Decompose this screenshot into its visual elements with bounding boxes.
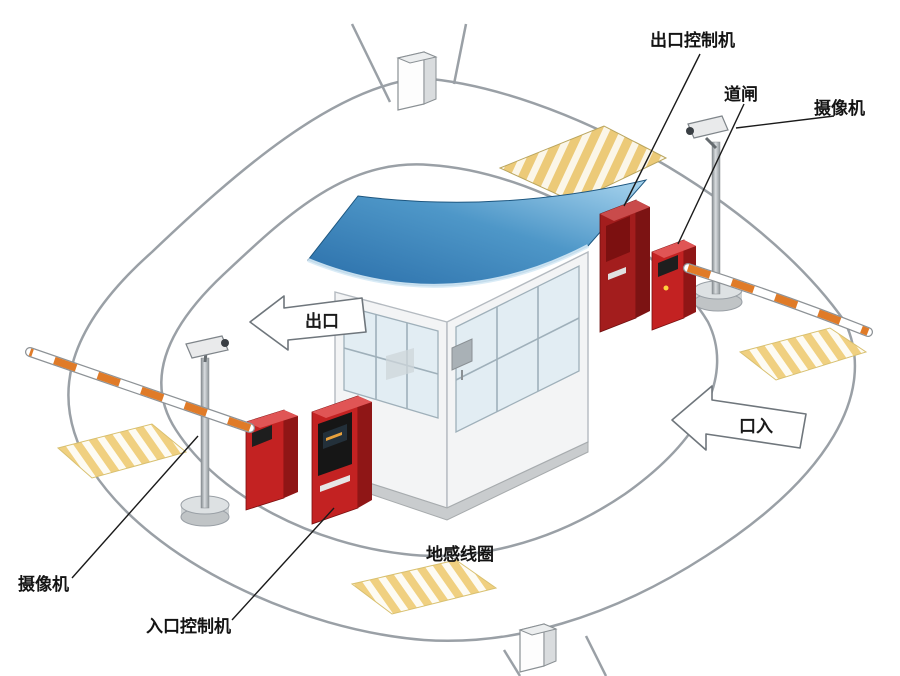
pillar-bottom — [518, 623, 558, 673]
exit-barrier-gate — [651, 239, 873, 337]
exit-controller-side — [636, 200, 650, 318]
exit-arrow: 出口 — [249, 295, 367, 351]
entrance-arrow: 口入 — [671, 385, 807, 451]
entrance-controller-top — [312, 396, 372, 418]
road-spur-bottom-left — [502, 649, 522, 676]
exit-barrier-display — [658, 255, 678, 277]
entrance-barrier-gate — [25, 347, 298, 511]
booth-roof — [307, 179, 648, 287]
exit-controller-top — [600, 200, 650, 221]
entrance-barrier-top — [246, 410, 298, 428]
label-exit-controller: 出口控制机 — [650, 30, 735, 50]
entrance-controller-kiosk — [311, 395, 372, 525]
road-spur-bottom-right — [584, 635, 608, 676]
label-barrier: 道闸 — [724, 84, 758, 104]
leader-exit-controller — [623, 53, 701, 207]
road-spur-top-right — [452, 23, 468, 85]
awning-striped-edge — [498, 125, 668, 203]
label-ground-coil: 地感线圈 — [426, 544, 494, 564]
camera-pole — [200, 357, 210, 509]
exit-controller-panel — [606, 216, 630, 262]
leader-lines — [71, 53, 835, 621]
ground-coil-right — [738, 327, 868, 381]
camera-body-right — [687, 115, 729, 139]
entrance-controller-screen-text — [326, 432, 342, 441]
entrance-barrier-display — [252, 425, 272, 447]
camera-bracket — [704, 136, 718, 150]
entrance-arrow-shape — [671, 385, 807, 451]
exit-barrier-side — [684, 240, 696, 318]
camera-lens — [686, 127, 694, 135]
exit-controller-slot — [608, 267, 626, 280]
leader-camera-left — [71, 435, 199, 579]
road-outer-edge — [67, 76, 857, 642]
ground-coil-middle — [350, 559, 498, 615]
camera-lens — [221, 339, 229, 347]
booth-roof-front-edge — [307, 244, 589, 288]
booth-interior-monitor — [451, 338, 473, 371]
entrance-arrow-label: 口入 — [739, 417, 773, 436]
leader-entrance-controller — [231, 507, 335, 621]
exit-barrier-top — [652, 240, 696, 258]
pillar-top-face — [396, 51, 438, 64]
window-rail — [455, 317, 580, 381]
guard-booth — [307, 125, 668, 521]
camera-pole — [711, 141, 721, 295]
pillar-top — [396, 51, 438, 111]
exit-arrow-shape — [249, 295, 367, 351]
entrance-barrier-side — [284, 410, 298, 498]
label-camera-right: 摄像机 — [814, 98, 865, 118]
exit-controller-front — [599, 199, 637, 333]
exit-barrier-arm-stripes — [686, 264, 870, 336]
road-spur-top-left — [350, 23, 392, 103]
label-entrance-controller: 入口控制机 — [146, 616, 231, 636]
exit-barrier-indicator — [663, 285, 669, 291]
entrance-controller-slot — [320, 475, 350, 492]
camera-pole-left — [180, 335, 230, 527]
pillar-top-face — [518, 623, 558, 636]
leader-camera-right — [735, 115, 835, 129]
labels: 出口控制机 道闸 摄像机 摄像机 地感线圈 入口控制机 — [18, 30, 865, 636]
exit-arrow-label: 出口 — [305, 311, 339, 331]
exit-controller-kiosk — [599, 199, 650, 333]
booth-interior-shelf — [386, 348, 414, 380]
entrance-controller-side — [358, 396, 372, 508]
camera-body-left — [185, 335, 229, 359]
label-camera-left: 摄像机 — [18, 574, 69, 594]
entrance-barrier-arm-stripes — [28, 348, 252, 432]
leader-barrier — [677, 103, 745, 245]
ground-coil-left — [56, 423, 188, 479]
